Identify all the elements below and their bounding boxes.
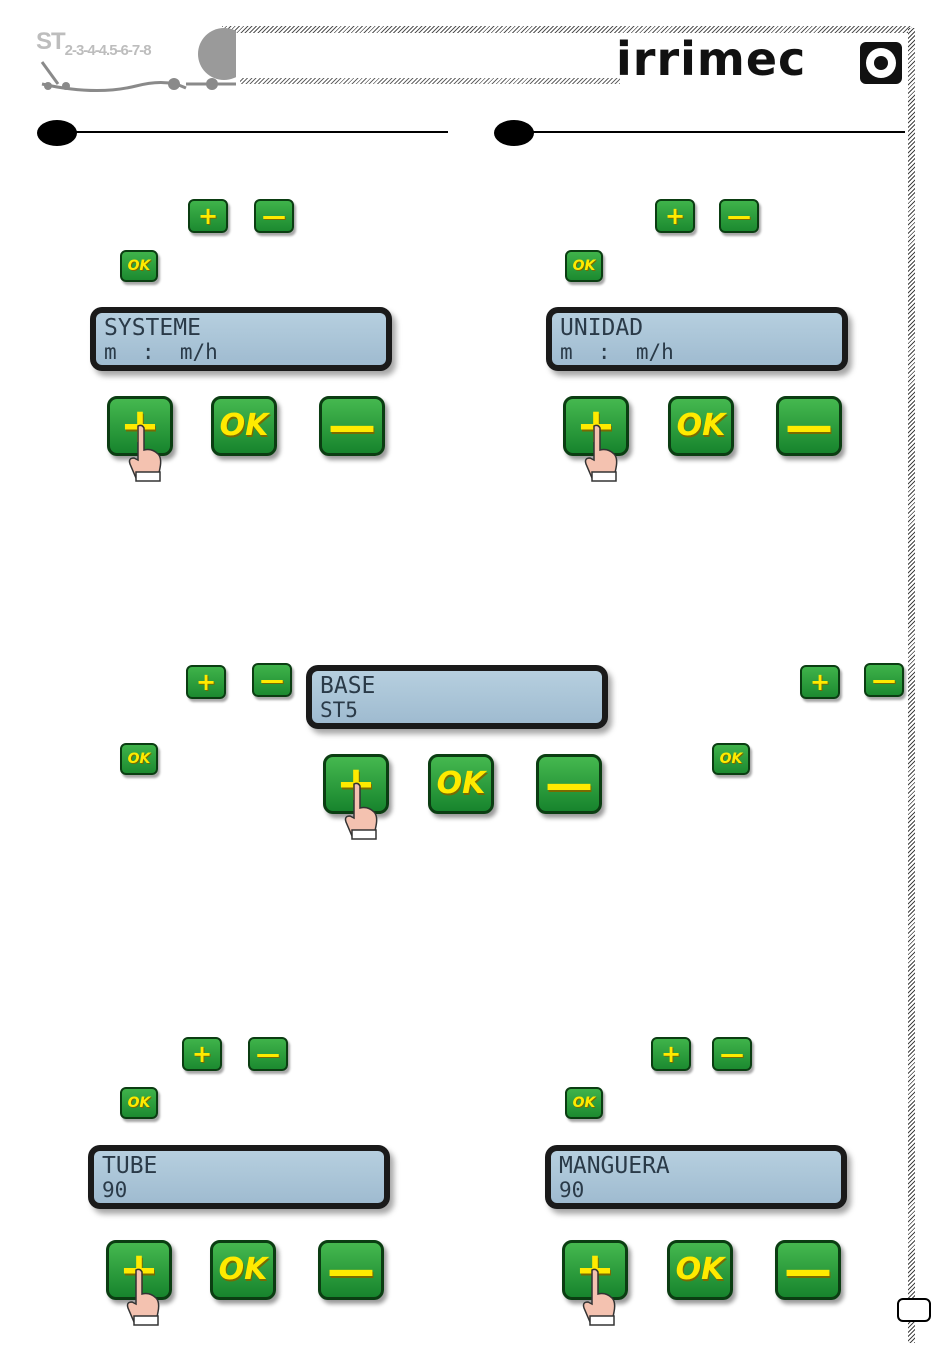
minus-button[interactable]: — — [776, 396, 842, 456]
minus-button[interactable]: — — [318, 1240, 384, 1300]
section-rule-left — [76, 131, 448, 133]
plus-key-icon: + — [800, 665, 840, 699]
brand-wordmark: irrimec — [616, 32, 806, 86]
lcd-line-2: m : m/h — [104, 339, 218, 365]
lcd-line-1: UNIDAD — [560, 315, 643, 341]
section-bullet-right — [494, 120, 534, 146]
minus-key-icon: — — [712, 1037, 752, 1071]
page-border-right — [908, 28, 915, 1343]
minus-key-icon: — — [254, 199, 294, 233]
lcd-display-tube: TUBE 90 — [88, 1145, 390, 1209]
minus-key-icon: — — [719, 199, 759, 233]
minus-key-icon: — — [252, 663, 292, 697]
lcd-line-1: SYSTEME — [104, 315, 201, 341]
pointing-hand-icon — [122, 1268, 166, 1326]
section-bullet-left — [37, 120, 77, 146]
plus-key-icon: + — [651, 1037, 691, 1071]
pointing-hand-icon — [340, 782, 384, 840]
minus-button[interactable]: — — [775, 1240, 841, 1300]
ok-button[interactable]: OK — [668, 396, 734, 456]
plus-key-icon: + — [186, 665, 226, 699]
brand-logo-icon — [860, 42, 902, 84]
ok-button[interactable]: OK — [428, 754, 494, 814]
ok-key-icon: OK — [565, 1087, 603, 1119]
plus-key-icon: + — [188, 199, 228, 233]
lcd-line-2: 90 — [102, 1177, 127, 1203]
pointing-hand-icon — [580, 424, 624, 482]
minus-button[interactable]: — — [319, 396, 385, 456]
header-rule-middle — [240, 78, 620, 84]
minus-key-icon: — — [248, 1037, 288, 1071]
lcd-line-1: BASE — [320, 673, 375, 699]
lcd-line-1: TUBE — [102, 1153, 157, 1179]
minus-button[interactable]: — — [536, 754, 602, 814]
section-rule-right — [533, 131, 905, 133]
lcd-display-unidad: UNIDAD m : m/h — [546, 307, 848, 371]
ok-button[interactable]: OK — [211, 396, 277, 456]
ok-key-icon: OK — [565, 250, 603, 282]
lcd-display-manguera: MANGUERA 90 — [545, 1145, 847, 1209]
plus-key-icon: + — [182, 1037, 222, 1071]
lcd-display-systeme: SYSTEME m : m/h — [90, 307, 392, 371]
ok-button[interactable]: OK — [210, 1240, 276, 1300]
lcd-line-2: 90 — [559, 1177, 584, 1203]
ok-key-icon: OK — [712, 743, 750, 775]
plus-key-icon: + — [655, 199, 695, 233]
lcd-line-2: ST5 — [320, 697, 358, 723]
ok-key-icon: OK — [120, 1087, 158, 1119]
pointing-hand-icon — [578, 1268, 622, 1326]
ok-key-icon: OK — [120, 250, 158, 282]
header-rule-top — [222, 26, 912, 33]
ok-button[interactable]: OK — [667, 1240, 733, 1300]
lcd-line-2: m : m/h — [560, 339, 674, 365]
pointing-hand-icon — [124, 424, 168, 482]
ok-key-icon: OK — [120, 743, 158, 775]
page-number-tab — [897, 1298, 931, 1322]
lcd-display-base: BASE ST5 — [306, 665, 608, 729]
minus-key-icon: — — [864, 663, 904, 697]
machine-illustration — [36, 26, 236, 96]
lcd-line-1: MANGUERA — [559, 1153, 670, 1179]
